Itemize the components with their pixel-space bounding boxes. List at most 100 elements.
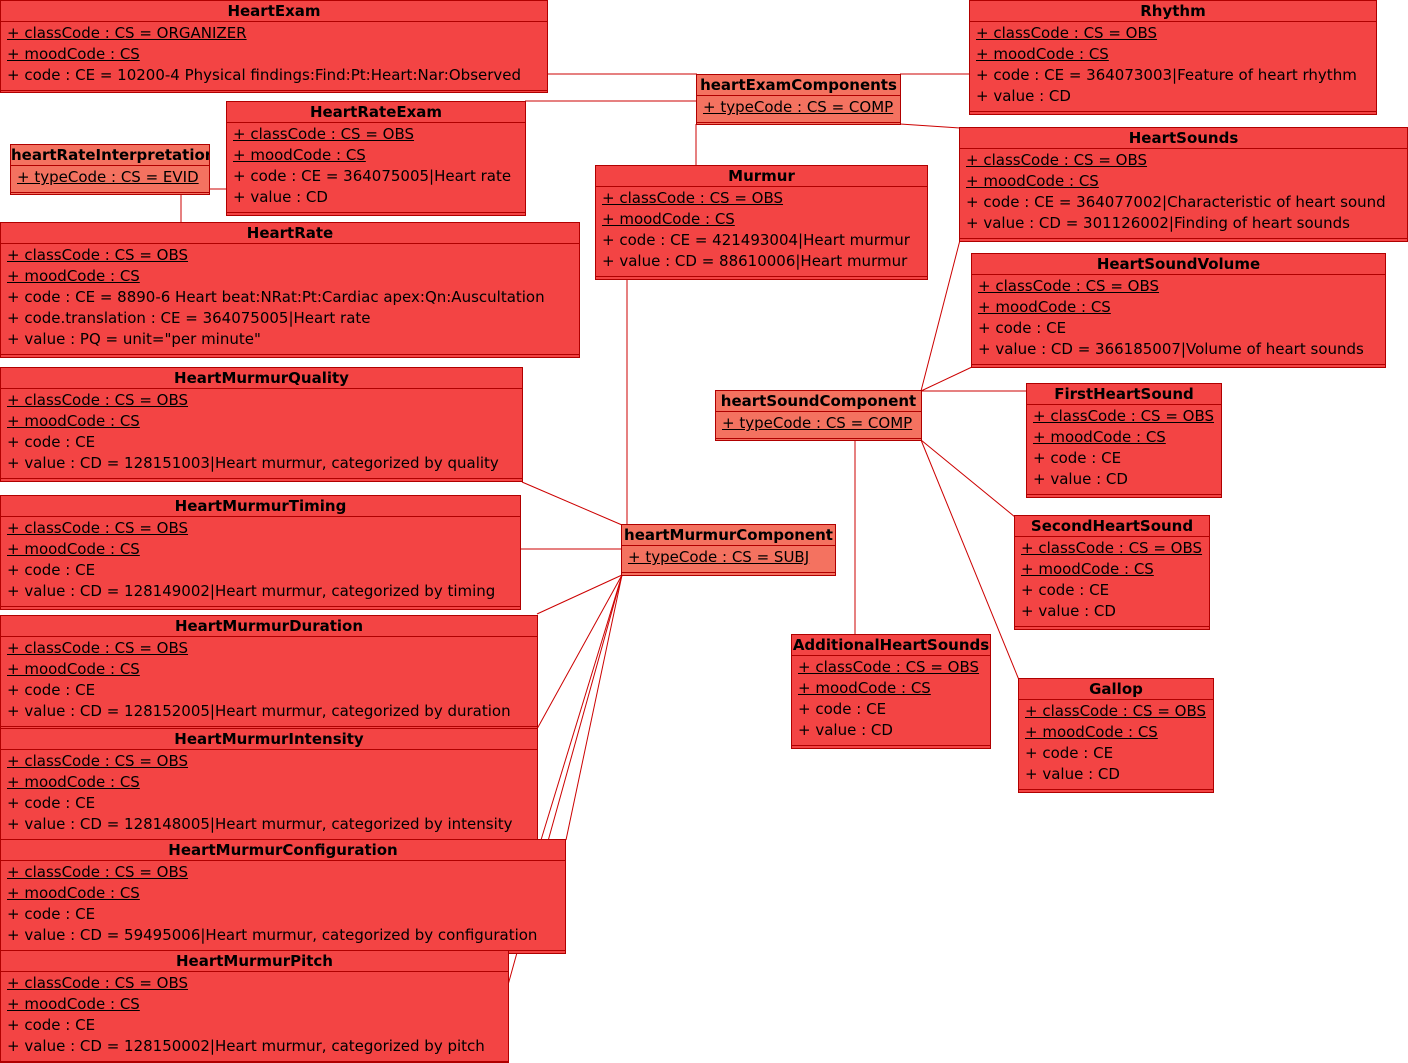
attribute: + moodCode : CS: [602, 210, 735, 228]
attribute: + value : CD: [233, 188, 328, 206]
attribute: + code : CE = 421493004|Heart murmur: [602, 231, 910, 249]
class-heart-sounds[interactable]: HeartSounds + classCode : CS = OBS + moodC…: [959, 127, 1408, 242]
attribute: + moodCode : CS: [7, 884, 140, 902]
class-name: HeartExam: [1, 1, 547, 22]
attribute: + moodCode : CS: [233, 146, 366, 164]
class-name: AdditionalHeartSounds: [792, 636, 990, 656]
attribute-compartment: + classCode : CS = OBS+ moodCode : CS+ c…: [1019, 700, 1213, 790]
attribute: + moodCode : CS: [7, 540, 140, 558]
attribute: + code : CE: [978, 319, 1067, 337]
attribute-compartment: + classCode : CS = OBS+ moodCode : CS+ c…: [1, 244, 579, 355]
attribute: + classCode : CS = OBS: [7, 752, 189, 770]
attribute-compartment: + classCode : CS = OBS+ moodCode : CS+ c…: [970, 22, 1376, 112]
operation-compartment: [970, 112, 1376, 114]
attribute-compartment: + classCode : CS = OBS+ moodCode : CS+ c…: [972, 275, 1385, 365]
class-heart-exam[interactable]: HeartExam+ classCode : CS = ORGANIZER+ m…: [0, 0, 548, 93]
attribute: + classCode : CS = OBS: [7, 974, 189, 992]
assoc-heart-murmur-component[interactable]: heartMurmurComponent+ typeCode : CS = SU…: [621, 524, 836, 576]
assoc-heart-sound-component[interactable]: heartSoundComponent+ typeCode : CS = COM…: [715, 390, 922, 441]
attribute-compartment: + typeCode : CS = SUBJ: [622, 546, 835, 573]
class-name: SecondHeartSound: [1015, 516, 1209, 537]
attribute: + classCode : CS = OBS: [7, 391, 189, 409]
attribute: + code : CE: [7, 905, 96, 923]
attribute-compartment: + typeCode : CS = COMP: [697, 96, 900, 123]
attribute-compartment: + classCode : CS = OBS + moodCode : CS + c…: [1, 861, 565, 951]
class-heart-rate-exam[interactable]: HeartRateExam+ classCode : CS = OBS+ moo…: [226, 101, 526, 216]
class-name: HeartRateExam: [227, 102, 525, 123]
class-gallop[interactable]: Gallop+ classCode : CS = OBS+ moodCode :…: [1018, 678, 1214, 793]
class-murmur[interactable]: Murmur+ classCode : CS = OBS+ moodCode :…: [595, 165, 928, 280]
class-heart-murmur-quality[interactable]: HeartMurmurQuality + classCode : CS = OBS…: [0, 367, 523, 482]
attribute: + classCode : CS = OBS: [966, 151, 1148, 169]
attribute: + code : CE = 364077002|Characteristic o…: [966, 193, 1386, 211]
operation-compartment: [972, 365, 1385, 367]
attribute: + classCode : CS = OBS: [1033, 407, 1215, 425]
class-second-heart-sound[interactable]: SecondHeartSound + classCode : CS = OBS + …: [1014, 515, 1210, 630]
attribute: + moodCode : CS: [978, 298, 1111, 316]
class-heart-murmur-duration[interactable]: HeartMurmurDuration+ classCode : CS = OB…: [0, 615, 538, 730]
class-name: HeartMurmurPitch: [1, 951, 508, 972]
class-heart-murmur-configuration[interactable]: HeartMurmurConfiguration+ classCode : CS…: [0, 839, 566, 954]
link-components-heartsounds: [899, 123, 961, 129]
attribute: + classCode : CS = OBS: [1021, 539, 1203, 557]
operation-compartment: [697, 123, 900, 124]
attribute-compartment: + classCode : CS = OBS + moodCode : CS + c…: [1027, 405, 1221, 495]
attribute: + code : CE: [7, 433, 96, 451]
class-heart-murmur-timing[interactable]: HeartMurmurTiming+ classCode : CS = OBS+…: [0, 495, 521, 610]
attribute: + classCode : CS = OBS: [7, 863, 189, 881]
class-name: HeartMurmurDuration: [1, 616, 537, 637]
attribute: + code : CE = 364073003|Feature of heart…: [976, 66, 1357, 84]
link-volume-soundcomponent: [920, 366, 973, 392]
attribute: + code : CE: [7, 561, 96, 579]
class-rhythm[interactable]: Rhythm+ classCode : CS = OBS+ moodCode :…: [969, 0, 1377, 115]
attribute: + value : CD = 128149002|Heart murmur, c…: [7, 582, 496, 600]
attribute: + code : CE: [7, 1016, 96, 1034]
class-heart-rate[interactable]: HeartRate+ classCode : CS = OBS+ moodCod…: [0, 222, 580, 358]
class-heart-murmur-intensity[interactable]: HeartMurmurIntensity+ classCode : CS = O…: [0, 728, 538, 843]
attribute: + moodCode : CS: [1033, 428, 1166, 446]
attribute: + value : CD = 366185007|Volume of heart…: [978, 340, 1364, 358]
assoc-heart-rate-interpretation[interactable]: heartRateInterpretation+ typeCode : CS =…: [10, 144, 210, 195]
operation-compartment: [596, 277, 927, 279]
attribute: + moodCode : CS: [7, 660, 140, 678]
attribute-compartment: + classCode : CS = OBS+ moodCode : CS+ c…: [1, 750, 537, 840]
attribute: + value : CD = 88610006|Heart murmur: [602, 252, 908, 270]
attribute: + value : CD = 128152005|Heart murmur, c…: [7, 702, 511, 720]
link-soundcomponent-gallop: [920, 439, 1020, 681]
attribute: + code : CE: [7, 794, 96, 812]
attribute: + value : CD = 128148005|Heart murmur, c…: [7, 815, 513, 833]
class-name: HeartMurmurIntensity: [1, 729, 537, 750]
attribute-compartment: + classCode : CS = OBS+ moodCode : CS+ c…: [1, 637, 537, 727]
class-name: HeartSounds: [960, 128, 1407, 149]
attribute: + classCode : CS = OBS: [798, 658, 980, 676]
class-heart-sound-volume[interactable]: HeartSoundVolume+ classCode : CS = OBS+ …: [971, 253, 1386, 368]
attribute: + code : CE: [1033, 449, 1122, 467]
attribute: + classCode : CS = OBS: [976, 24, 1158, 42]
attribute: + moodCode : CS: [1021, 560, 1154, 578]
attribute: + code : CE = 10200-4 Physical findings:…: [7, 66, 522, 84]
attribute: + value : CD: [976, 87, 1071, 105]
attribute: + typeCode : CS = SUBJ: [628, 548, 810, 566]
class-name: HeartMurmurQuality: [1, 368, 522, 389]
class-heart-murmur-pitch[interactable]: HeartMurmurPitch+ classCode : CS = OBS+ …: [0, 950, 509, 1063]
operation-compartment: [1, 607, 520, 609]
class-name: heartExamComponents: [697, 75, 900, 96]
attribute: + moodCode : CS: [7, 267, 140, 285]
class-name: heartSoundComponent: [716, 391, 921, 412]
class-additional-heart-sounds[interactable]: AdditionalHeartSounds + classCode : CS = …: [791, 634, 991, 749]
operation-compartment: [1, 91, 547, 92]
class-first-heart-sound[interactable]: FirstHeartSound + classCode : CS = OBS + m…: [1026, 383, 1222, 498]
class-name: FirstHeartSound: [1027, 384, 1221, 405]
attribute: + value : CD = 59495006|Heart murmur, ca…: [7, 926, 538, 944]
attribute-compartment: + classCode : CS = OBS+ moodCode : CS+ c…: [1, 972, 508, 1062]
class-name: HeartSoundVolume: [972, 254, 1385, 275]
operation-compartment: [1015, 627, 1209, 629]
attribute-compartment: + typeCode : CS = EVID: [11, 166, 209, 193]
attribute: + value : PQ = unit="per minute": [7, 330, 261, 348]
attribute: + moodCode : CS: [966, 172, 1099, 190]
attribute: + typeCode : CS = EVID: [17, 168, 199, 186]
assoc-heart-exam-components[interactable]: heartExamComponents+ typeCode : CS = COM…: [696, 74, 901, 125]
class-name: Gallop: [1019, 679, 1213, 700]
link-configuration-murmurcomponent-b: [565, 574, 623, 841]
operation-compartment: [792, 746, 990, 748]
